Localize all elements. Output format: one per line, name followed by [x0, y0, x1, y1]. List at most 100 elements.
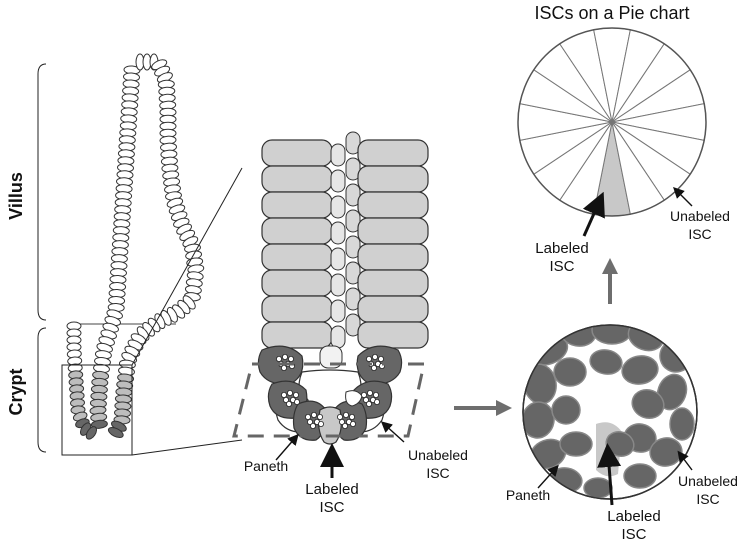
- paneth-cell: [631, 389, 665, 419]
- paneth-arrow-mid: [275, 433, 299, 461]
- paneth-cell: [656, 373, 688, 411]
- granule: [341, 422, 348, 429]
- crypt-cell: [357, 269, 429, 297]
- granule: [336, 413, 343, 420]
- crypt-cell: [330, 221, 346, 245]
- crypt-label: Crypt: [6, 368, 26, 415]
- granule: [285, 400, 292, 407]
- crypt-cell: [330, 143, 346, 167]
- paneth-cell: [551, 395, 581, 425]
- granule: [292, 391, 299, 398]
- pie-outline: [517, 27, 707, 217]
- granule: [348, 413, 355, 420]
- villus-crypt-panel: Villus Crypt: [6, 53, 243, 456]
- epithelium-chain: [66, 53, 205, 440]
- paneth-cell: [523, 401, 555, 439]
- crypt-cell: [357, 139, 429, 167]
- granule: [366, 389, 373, 396]
- granule: [370, 364, 377, 371]
- paneth-cell: [583, 477, 613, 499]
- crypt-cell: [345, 261, 361, 285]
- unlabeled-isc-arrow-right: [677, 450, 693, 471]
- granule: [377, 355, 384, 362]
- unlabeled-isc-cell: [345, 390, 363, 407]
- crypt-cell: [261, 295, 333, 323]
- crypt-cell: [345, 157, 361, 181]
- cross-section-panel: Paneth Labeled ISC Unabeled ISC: [506, 324, 738, 543]
- granule: [280, 391, 287, 398]
- crypt-cell: [345, 313, 361, 337]
- unlabeled-isc-arrow-pie: [673, 187, 693, 207]
- epithelial-cell: [107, 426, 124, 439]
- crypt-zoom-box: [61, 364, 133, 456]
- crypt-cell: [357, 191, 429, 219]
- granule: [342, 411, 349, 418]
- zoom-line-bottom: [131, 439, 243, 456]
- granule: [362, 396, 369, 403]
- crypt-detail-panel: Paneth Labeled ISC Unabeled ISC: [232, 131, 468, 516]
- flow-arrow-up: [602, 258, 618, 304]
- granule: [275, 355, 282, 362]
- granule: [281, 353, 288, 360]
- crypt-cell: [330, 195, 346, 219]
- paneth-cell: [591, 325, 633, 345]
- labeled-isc-label-mid: Labeled: [305, 481, 358, 498]
- paneth-cell: [589, 349, 623, 375]
- granule: [371, 353, 378, 360]
- crypt-cell: [357, 165, 429, 193]
- labeled-isc-arrow-pie: [582, 191, 605, 237]
- crypt-cell: [345, 287, 361, 311]
- crypt-cell: [330, 247, 346, 271]
- crypt-cell: [345, 209, 361, 233]
- crypt-cell: [357, 217, 429, 245]
- unlabeled-isc-label-mid: Unabeled: [408, 447, 468, 463]
- crypt-columns: [261, 131, 429, 369]
- granule: [293, 398, 300, 405]
- granule: [286, 389, 293, 396]
- granule: [309, 422, 316, 429]
- crypt-cell: [345, 131, 361, 155]
- crypt-cell: [330, 325, 346, 349]
- paneth-label-right: Paneth: [506, 487, 550, 503]
- paneth-cell: [669, 407, 695, 441]
- granule: [360, 391, 367, 398]
- epithelial-cell: [90, 419, 108, 429]
- pie-chart-panel: ISCs on a Pie chart Labeled ISC Unabeled…: [517, 3, 730, 275]
- crypt-bracket: [37, 327, 47, 453]
- crypt-cell: [261, 191, 333, 219]
- crypt-cell: [357, 321, 429, 349]
- granule: [306, 418, 313, 425]
- villus-label: Villus: [6, 172, 26, 220]
- crypt-cell: [261, 217, 333, 245]
- paneth-label-mid: Paneth: [244, 458, 288, 474]
- unlabeled-isc-label-pie-2: ISC: [688, 226, 711, 242]
- granule: [349, 420, 356, 427]
- labeled-isc-label-pie: Labeled: [535, 240, 588, 257]
- granule: [304, 413, 311, 420]
- crypt-cell: [261, 165, 333, 193]
- crypt-cell: [330, 169, 346, 193]
- granule: [316, 413, 323, 420]
- paneth-cell: [553, 357, 587, 387]
- labeled-isc-label-pie-2: ISC: [549, 258, 574, 275]
- paneth-arrow-right: [537, 464, 559, 489]
- crypt-cell: [261, 139, 333, 167]
- paneth-cell: [559, 431, 593, 457]
- labeled-isc-label-mid-2: ISC: [319, 499, 344, 516]
- granule: [287, 355, 294, 362]
- granule: [317, 420, 324, 427]
- granule: [365, 400, 372, 407]
- pie-chart: [517, 27, 707, 217]
- labeled-isc-label-right-2: ISC: [621, 526, 646, 543]
- labeled-isc-arrow-right: [597, 443, 622, 506]
- paneth-cell: [649, 437, 683, 467]
- granule: [373, 398, 380, 405]
- unlabeled-isc-label-mid-2: ISC: [426, 465, 449, 481]
- granule: [338, 418, 345, 425]
- crypt-cell: [345, 183, 361, 207]
- granule: [372, 391, 379, 398]
- zoom-line-top: [131, 167, 243, 366]
- unlabeled-isc-label-pie: Unabeled: [670, 208, 730, 224]
- pie-title: ISCs on a Pie chart: [534, 3, 689, 23]
